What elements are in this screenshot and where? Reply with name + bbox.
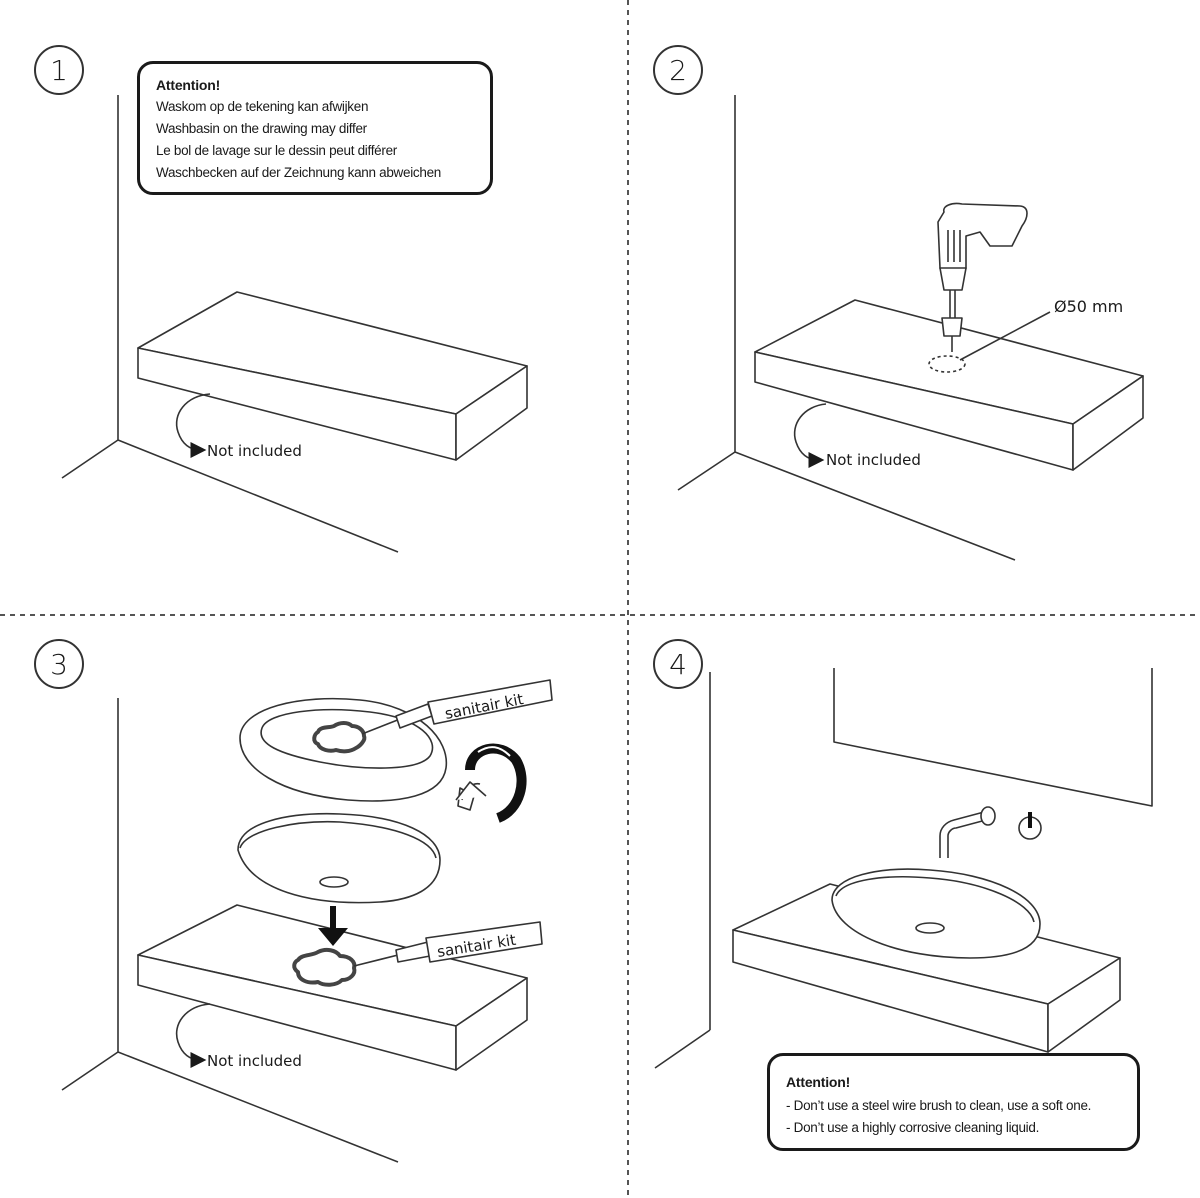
sealant-ring <box>292 947 357 987</box>
drain <box>915 922 945 934</box>
basin <box>237 812 441 904</box>
attention-title: Attention! <box>786 1074 851 1090</box>
panel-2-scene <box>677 95 1144 561</box>
sanitair-kit-tube-2 <box>353 921 543 967</box>
not-included-label-3: Not included <box>207 1052 302 1070</box>
basin-upside-down <box>239 697 448 802</box>
countertop <box>754 299 1144 471</box>
wall-faucet-icon <box>939 806 996 858</box>
panel-1-scene <box>61 95 528 553</box>
diameter-leader <box>959 311 1051 361</box>
rotate-arrow <box>175 393 211 458</box>
step-2-number: 2 <box>669 54 687 87</box>
panel-3-scene <box>61 679 553 1163</box>
step-3-badge: 3 <box>34 639 84 689</box>
basin <box>831 868 1041 959</box>
countertop <box>137 291 528 461</box>
panel-4-scene <box>654 668 1153 1069</box>
step-4-number: 4 <box>669 648 687 681</box>
care-warning-brush: - Don’t use a steel wire brush to clean,… <box>786 1098 1092 1113</box>
step-4-badge: 4 <box>653 639 703 689</box>
mixer-knob-icon <box>1018 812 1042 840</box>
note-line-nl: Waskom op de tekening kan afwijken <box>156 99 369 114</box>
attention-note-top: Attention! Waskom op de tekening kan afw… <box>137 61 493 195</box>
drill-hole <box>928 355 966 373</box>
step-3-number: 3 <box>50 648 68 681</box>
rotate-arrow <box>793 403 827 468</box>
sealant-ring <box>312 721 367 754</box>
sanitair-kit-tube-1 <box>361 679 553 735</box>
step-2-badge: 2 <box>653 45 703 95</box>
not-included-label-2: Not included <box>826 451 921 469</box>
rotate-arrow <box>175 1003 211 1068</box>
attention-title: Attention! <box>156 77 221 93</box>
care-warning-liquid: - Don’t use a highly corrosive cleaning … <box>786 1120 1040 1135</box>
step-1-badge: 1 <box>34 45 84 95</box>
countertop <box>137 904 528 1071</box>
note-line-en: Washbasin on the drawing may differ <box>156 121 367 136</box>
note-line-fr: Le bol de lavage sur le dessin peut diff… <box>156 143 397 158</box>
down-arrow-icon <box>318 906 348 946</box>
drain <box>319 876 349 888</box>
not-included-label-1: Not included <box>207 442 302 460</box>
diameter-label: Ø50 mm <box>1054 297 1123 316</box>
attention-note-bottom: Attention! - Don’t use a steel wire brus… <box>767 1053 1140 1151</box>
note-line-de: Waschbecken auf der Zeichnung kann abwei… <box>156 165 441 180</box>
flip-arrow-icon <box>455 743 527 823</box>
mirror <box>833 668 1153 807</box>
drill-icon <box>937 202 1028 352</box>
step-1-number: 1 <box>50 54 68 87</box>
